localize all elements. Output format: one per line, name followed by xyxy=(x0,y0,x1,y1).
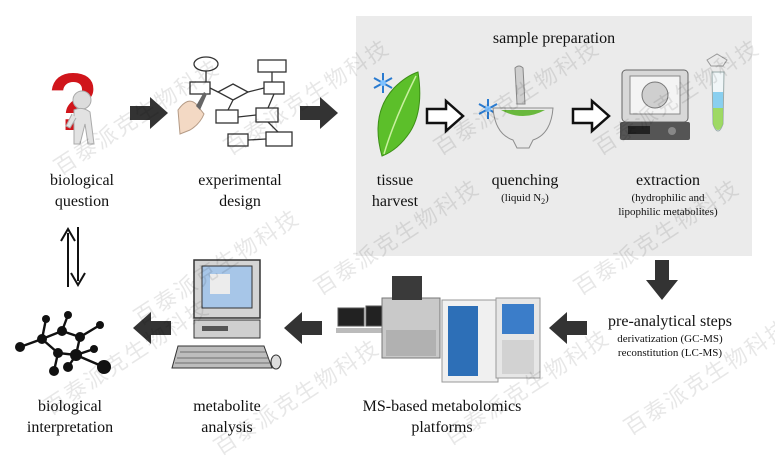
network-icon xyxy=(15,311,111,376)
tube-icon xyxy=(706,53,728,132)
double-arrow-vertical xyxy=(60,227,86,287)
question-mark-figure-icon: ? xyxy=(48,57,98,148)
arrow-right-outline-1 xyxy=(425,98,465,134)
arrow-right-1 xyxy=(130,97,168,129)
pre-analytical-label: pre-analytical steps derivatization (GC-… xyxy=(608,313,732,359)
arrow-left-1 xyxy=(549,312,587,344)
centrifuge-icon xyxy=(620,69,690,140)
arrow-right-outline-2 xyxy=(571,98,611,134)
extraction-label: extraction (hydrophilic and lipophilic m… xyxy=(618,172,718,218)
quenching-label: quenching (liquid N2) xyxy=(491,172,559,207)
arrow-left-2 xyxy=(284,312,322,344)
arrow-left-3 xyxy=(133,312,171,344)
leaf-icon xyxy=(377,71,421,157)
arrow-right-2 xyxy=(300,97,338,129)
flowchart-drawing-icon xyxy=(177,56,293,147)
mass-spectrometer-icon xyxy=(336,276,541,383)
panel-title: sample preparation xyxy=(492,30,616,47)
snowflake-icon xyxy=(373,73,393,93)
computer-icon xyxy=(171,259,282,370)
mortar-pestle-icon xyxy=(492,65,554,149)
arrow-down xyxy=(646,260,678,300)
